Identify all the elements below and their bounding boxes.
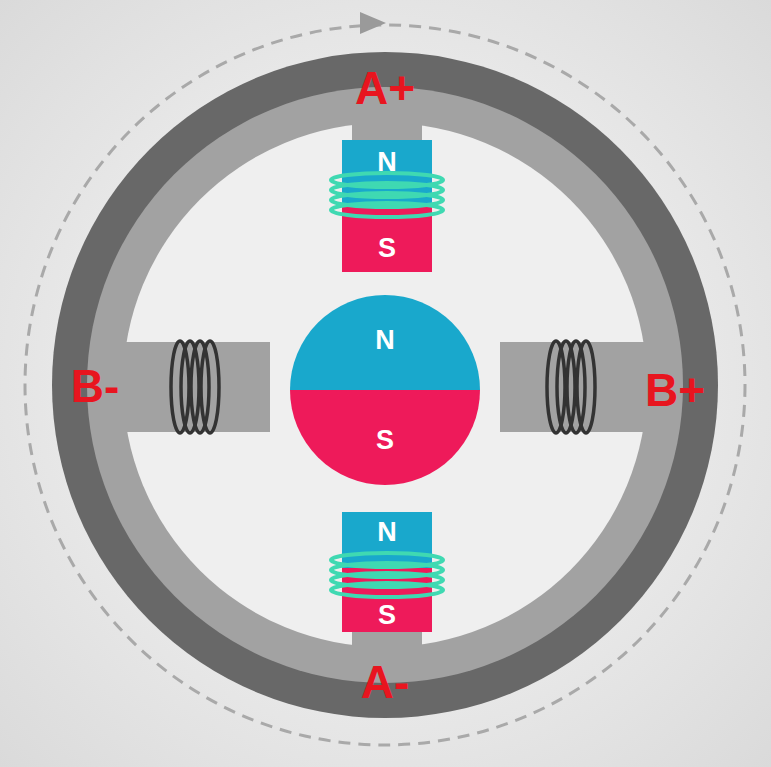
coil-a-plus — [331, 203, 443, 217]
rotor-north — [290, 295, 480, 390]
stator-pole-magnet: NS — [342, 512, 432, 632]
rotor-south — [290, 390, 480, 485]
rotation-path — [25, 25, 745, 745]
north-pole-label: N — [375, 327, 395, 354]
pole-b-minus — [108, 342, 270, 432]
pole-b-plus — [500, 342, 662, 432]
coil-b-plus — [577, 341, 595, 433]
winding-terminal-label: B+ — [645, 367, 705, 413]
south-pole-label: S — [376, 427, 394, 454]
stator-ring-inner — [87, 87, 683, 683]
north-pole-label: N — [377, 519, 397, 546]
pole-stem — [352, 110, 422, 142]
stator-bore — [123, 123, 647, 647]
stator-ring-outer — [52, 52, 718, 718]
stator-pole-magnet: NS — [342, 140, 432, 272]
rotor — [290, 295, 480, 485]
south-pole-label: S — [378, 235, 396, 262]
coil-windings — [171, 173, 595, 597]
rotor-magnet: NS — [290, 295, 480, 485]
coil-a-minus — [331, 583, 443, 597]
coil-b-minus — [201, 341, 219, 433]
magnet-north — [342, 512, 432, 568]
winding-terminal-label: A- — [361, 659, 410, 705]
winding-terminal-label: B- — [71, 363, 120, 409]
winding-terminal-label: A+ — [355, 65, 415, 111]
north-pole-label: N — [377, 149, 397, 176]
south-pole-label: S — [378, 602, 396, 629]
rotation-arrow — [360, 12, 386, 34]
